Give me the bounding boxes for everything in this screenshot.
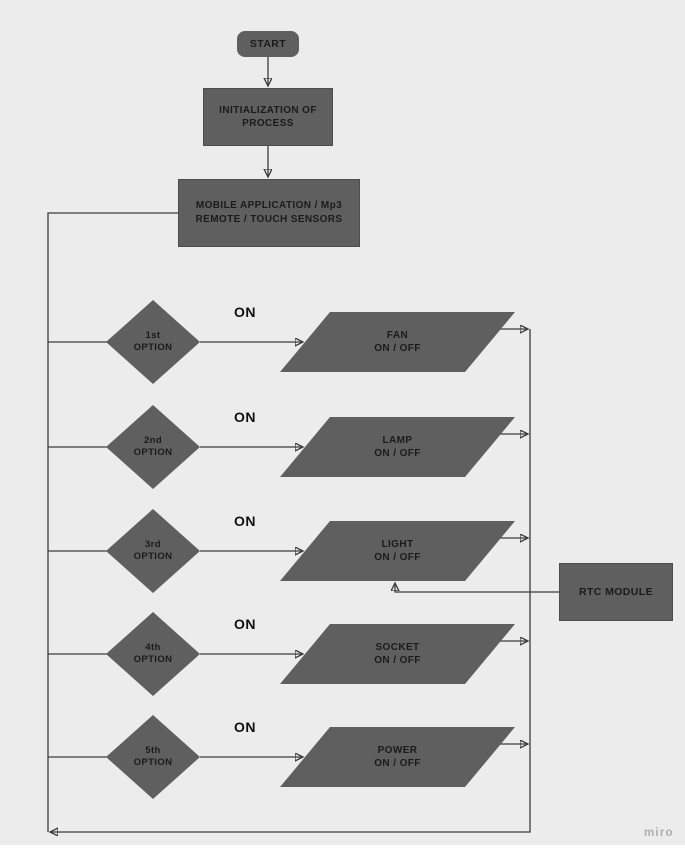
edge-label-on-4: ON [234,616,256,632]
process-fan[interactable]: FAN ON / OFF [280,312,515,372]
decision-1-line1: 1st [145,330,161,341]
edge-label-on-3: ON [234,513,256,529]
decision-4-line2: OPTION [133,654,173,665]
init-process-node[interactable]: INITIALIZATION OF PROCESS [203,88,333,146]
socket-label-line2: ON / OFF [374,655,421,666]
socket-label-line1: SOCKET [375,642,420,653]
fan-label-line1: FAN [386,330,409,341]
decision-option-2[interactable]: 2nd OPTION [106,405,200,489]
edge-label-on-1: ON [234,304,256,320]
page-bottom-strip [0,845,685,854]
decision-5-line1: 5th [145,745,161,756]
input-label-line2: REMOTE / TOUCH SENSORS [195,214,343,225]
init-label-line2: PROCESS [242,118,294,129]
process-socket[interactable]: SOCKET ON / OFF [280,624,515,684]
decision-option-5[interactable]: 5th OPTION [106,715,200,799]
power-label-line1: POWER [377,745,418,756]
decision-3-line1: 3rd [145,539,161,550]
rtc-label: RTC MODULE [579,586,653,598]
decision-option-3[interactable]: 3rd OPTION [106,509,200,593]
decision-option-1[interactable]: 1st OPTION [106,300,200,384]
process-light[interactable]: LIGHT ON / OFF [280,521,515,581]
rtc-module-node[interactable]: RTC MODULE [559,563,673,621]
decision-4-line1: 4th [145,642,161,653]
decision-2-line2: OPTION [133,447,173,458]
init-label-line1: INITIALIZATION OF [219,105,317,116]
light-label-line1: LIGHT [381,539,414,550]
decision-5-line2: OPTION [133,757,173,768]
edge-label-on-5: ON [234,719,256,735]
power-label-line2: ON / OFF [374,758,421,769]
input-sources-node[interactable]: MOBILE APPLICATION / Mp3 REMOTE / TOUCH … [178,179,360,247]
light-label-line2: ON / OFF [374,552,421,563]
start-label: START [249,38,287,50]
fan-label-line2: ON / OFF [374,343,421,354]
start-node[interactable]: START [237,31,299,57]
input-label-line1: MOBILE APPLICATION / Mp3 [195,200,343,211]
process-power[interactable]: POWER ON / OFF [280,727,515,787]
lamp-label-line1: LAMP [382,435,413,446]
edge-rtc-to-light [395,583,559,593]
decision-option-4[interactable]: 4th OPTION [106,612,200,696]
process-lamp[interactable]: LAMP ON / OFF [280,417,515,477]
decision-1-line2: OPTION [133,342,173,353]
decision-2-line1: 2nd [143,435,163,446]
edge-label-on-2: ON [234,409,256,425]
decision-3-line2: OPTION [133,551,173,562]
miro-watermark: miro [644,827,674,839]
lamp-label-line2: ON / OFF [374,448,421,459]
